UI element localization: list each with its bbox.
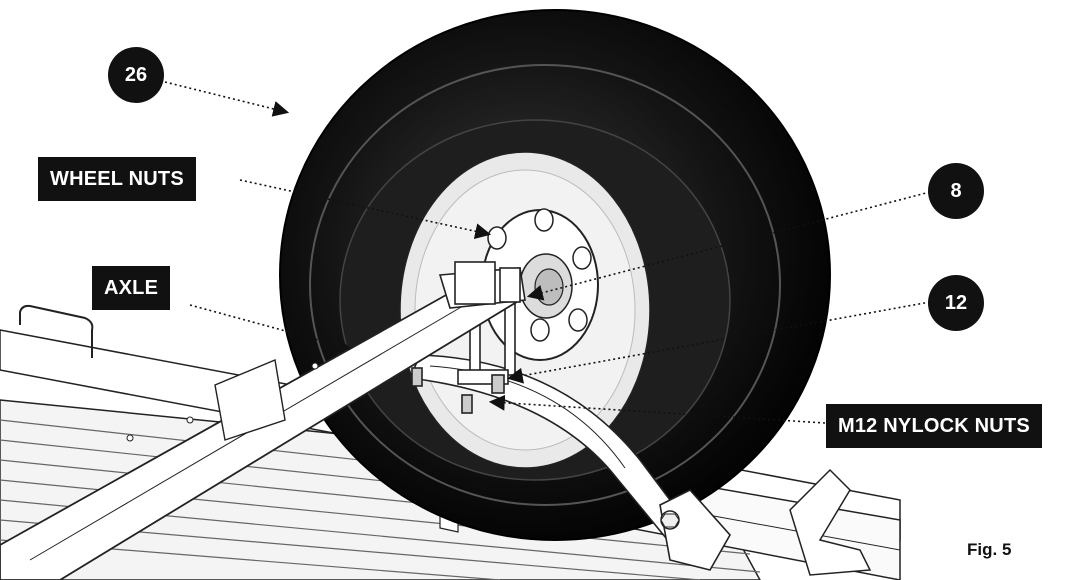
figure-label: Fig. 5 (967, 540, 1012, 559)
callout-part-12: 12 (928, 275, 984, 331)
leader-wheel-nuts (239, 179, 492, 240)
callout-part-8: 8 (928, 163, 984, 219)
callout-part-26: 26 (108, 47, 164, 103)
leader-lines (164, 81, 931, 424)
leader-26 (164, 81, 290, 117)
leader-m12-nylock-nuts (488, 394, 826, 424)
callout-wheel-nuts: WHEEL NUTS (38, 157, 196, 201)
leader-12 (506, 301, 931, 384)
callout-axle: AXLE (92, 266, 171, 310)
callout-m12-nylock-nuts: M12 NYLOCK NUTS (826, 404, 1042, 448)
axle-tube (0, 261, 526, 580)
leader-axle (189, 304, 352, 353)
wheel-nut-studs (487, 208, 592, 342)
leader-8 (526, 191, 931, 301)
